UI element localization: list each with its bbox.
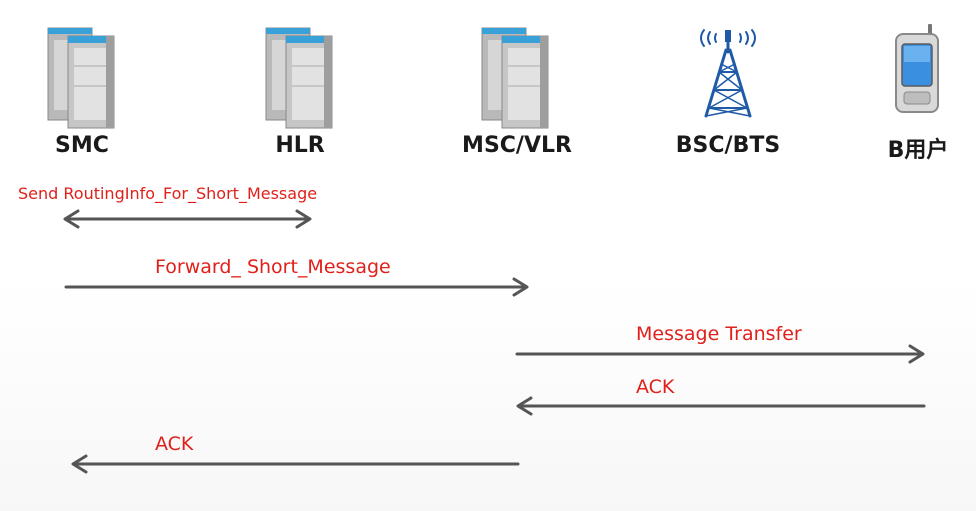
server-icon [44,26,120,130]
arrow-ack-to-smc [71,454,520,474]
arrow-send-routing-info [63,209,312,229]
message-label-message-transfer: Message Transfer [636,323,802,345]
entity-label-hlr: HLR [275,133,325,158]
server-icon [262,26,338,130]
antenna-tower-icon [688,24,768,120]
entity-label-msc-vlr: MSC/VLR [462,133,572,158]
message-label-send-routing-info: Send RoutingInfo_For_Short_Message [18,184,318,203]
message-label-forward-short-message: Forward_ Short_Message [155,256,391,278]
arrow-ack-from-user [516,396,926,416]
entity-label-smc: SMC [55,133,109,158]
arrow-forward-short-message [64,277,529,297]
message-label-ack-user: ACK [636,376,675,398]
mobile-phone-icon [892,24,942,114]
entity-label-bsc-bts: BSC/BTS [675,133,781,158]
entity-label-b-user: B用户 [887,138,949,163]
server-icon [478,26,554,130]
message-label-ack-smc: ACK [155,433,194,455]
arrow-message-transfer [515,344,925,364]
